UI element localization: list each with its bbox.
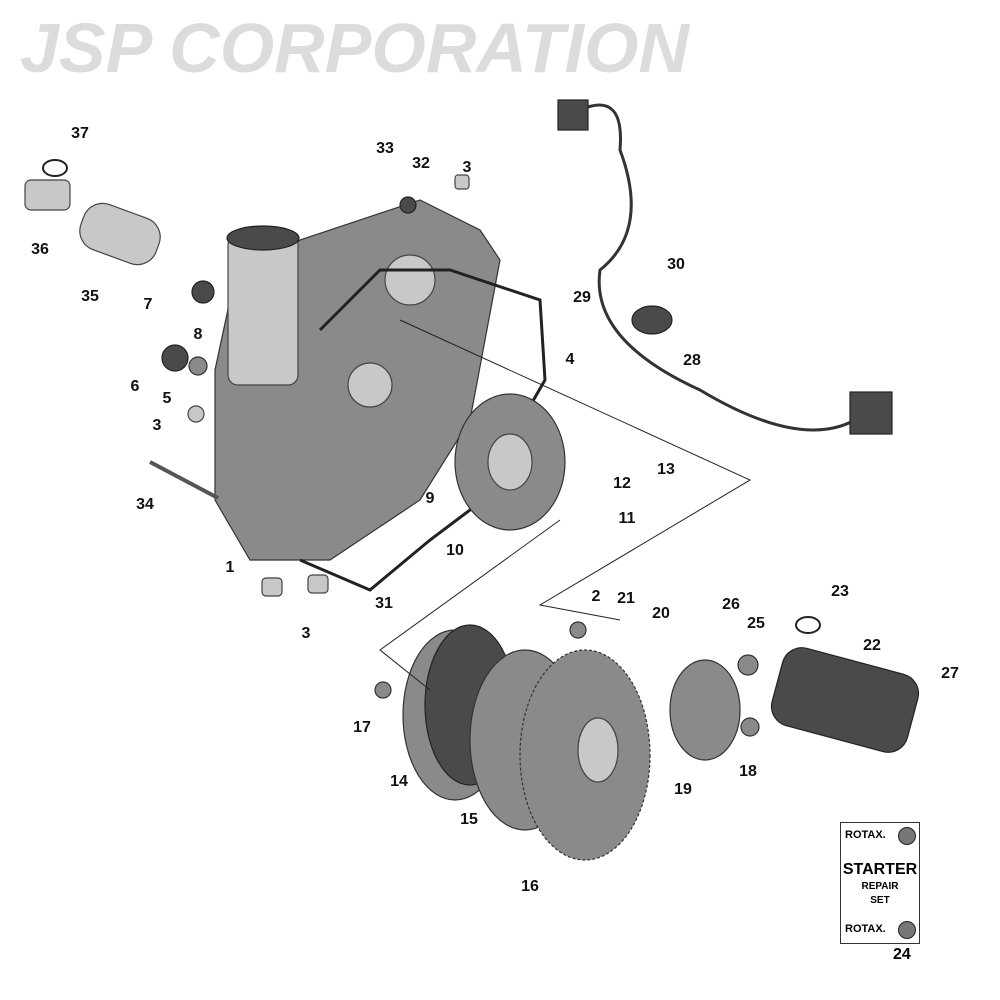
bolt-34 — [149, 460, 219, 500]
sensor — [631, 305, 673, 335]
callout-13: 13 — [657, 461, 675, 478]
wiring-harness — [579, 103, 856, 432]
dowel-3 — [307, 574, 329, 594]
ring-gear-16 — [519, 649, 651, 861]
callout-29: 29 — [573, 289, 591, 306]
callout-6: 6 — [131, 378, 140, 395]
dowel-3 — [454, 174, 470, 190]
gear-25 — [737, 654, 759, 676]
gasket — [299, 268, 547, 592]
magneto-cover — [214, 199, 501, 561]
callout-15: 15 — [460, 811, 478, 828]
kit-subtitle: SET — [870, 895, 890, 906]
bearing-5 — [188, 356, 208, 376]
rotax-logo: ROTAX. — [845, 923, 886, 935]
callout-5: 5 — [163, 390, 172, 407]
callout-27: 27 — [941, 665, 959, 682]
callout-12: 12 — [613, 475, 631, 492]
stator — [454, 393, 566, 531]
brand-emblem-icon — [898, 921, 916, 939]
callout-37: 37 — [71, 125, 89, 142]
callout-20: 20 — [652, 605, 670, 622]
callout-16: 16 — [521, 878, 539, 895]
callout-11: 11 — [619, 510, 636, 527]
callout-7: 7 — [144, 296, 153, 313]
bearing-8 — [191, 280, 215, 304]
clip-32 — [399, 196, 417, 214]
callout-3: 3 — [463, 159, 472, 176]
callout-2: 2 — [592, 588, 601, 605]
bushing-18 — [740, 717, 760, 737]
callout-31: 31 — [375, 595, 393, 612]
callout-1: 1 — [226, 559, 235, 576]
callout-30: 30 — [667, 256, 685, 273]
starter-22 — [770, 647, 920, 753]
callout-19: 19 — [674, 781, 692, 798]
callout-18: 18 — [739, 763, 757, 780]
callout-14: 14 — [390, 773, 408, 790]
callout-23: 23 — [831, 583, 849, 600]
shaft-36 — [24, 179, 71, 211]
callout-28: 28 — [683, 352, 701, 369]
kit-subtitle: REPAIR — [861, 881, 899, 892]
bolt-17 — [374, 681, 392, 699]
callout-4: 4 — [566, 351, 575, 368]
o-ring-37 — [42, 159, 68, 177]
rotax-logo: ROTAX. — [845, 829, 886, 841]
callout-9: 9 — [426, 490, 435, 507]
watermark: JSP CORPORATION — [20, 9, 690, 87]
seal-6 — [161, 344, 189, 372]
dowel-3 — [261, 577, 283, 597]
connector — [557, 99, 589, 131]
callout-26: 26 — [722, 596, 740, 613]
callout-8: 8 — [194, 326, 203, 343]
callout-17: 17 — [353, 719, 371, 736]
callout-10: 10 — [446, 542, 464, 559]
callout-34: 34 — [136, 496, 154, 513]
callout-3: 3 — [302, 625, 311, 642]
dowel-3 — [187, 405, 205, 423]
o-rings-23 — [795, 616, 821, 634]
callout-21: 21 — [617, 590, 635, 607]
callout-3: 3 — [153, 417, 162, 434]
callout-36: 36 — [31, 241, 49, 258]
double-gear-19 — [669, 659, 741, 761]
callout-22: 22 — [863, 637, 881, 654]
callout-35: 35 — [81, 288, 99, 305]
starter-repair-set-card: ROTAX. STARTER REPAIR SET ROTAX. — [840, 822, 920, 944]
callout-32: 32 — [412, 155, 430, 172]
kit-title: STARTER — [842, 861, 918, 878]
gear-sleeve-35 — [79, 202, 161, 266]
callout-25: 25 — [747, 615, 765, 632]
bushing-2 — [569, 621, 587, 639]
brand-emblem-icon — [898, 827, 916, 845]
connector — [849, 391, 893, 435]
callout-24: 24 — [893, 946, 911, 963]
callout-33: 33 — [376, 140, 394, 157]
